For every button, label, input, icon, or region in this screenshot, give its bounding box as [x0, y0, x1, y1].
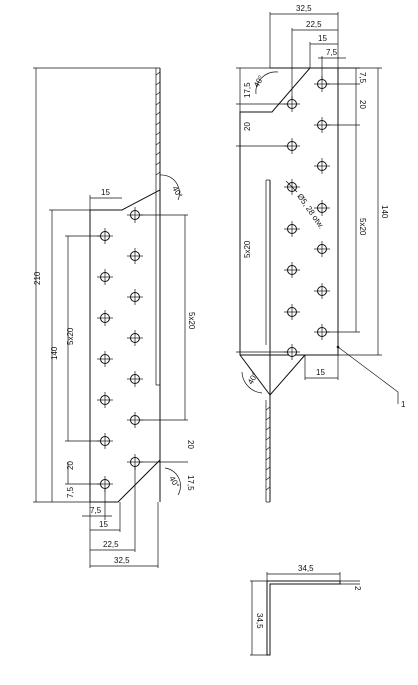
dim-32-5-bottom: 32,5: [114, 556, 130, 565]
dim-140: 140: [50, 346, 59, 360]
right-view: 32,5 22,5 15 7,5 7,5 20 5x20 140 17,5 20…: [236, 4, 406, 503]
angle-bottom-right: 40°: [246, 371, 260, 386]
section-outline: [266, 580, 341, 656]
dim-7-5-bottom: 7,5: [90, 506, 102, 515]
left-flange-ticks: [155, 71, 161, 176]
dim-20-right-top: 20: [358, 100, 367, 109]
dim-20-left: 20: [66, 461, 75, 470]
dim-5x20-right-view: 5x20: [358, 218, 367, 236]
section-view: 34,5 34,5 2: [250, 564, 362, 656]
dim-7-5-left: 7,5: [66, 486, 75, 498]
left-holes: [100, 210, 140, 489]
left-plate-outline: [89, 68, 161, 503]
dim-34-5-height: 34,5: [255, 613, 264, 629]
dim-7-5-right: 7,5: [358, 72, 367, 84]
dim-22-5-top: 22,5: [306, 20, 322, 29]
dim-15-bottom: 15: [99, 520, 108, 529]
dim-5x20-left: 5x20: [66, 327, 75, 345]
dim-20-right: 20: [186, 440, 195, 449]
left-hole-crosshairs: [97, 207, 143, 492]
angle-arc-top-right: [255, 71, 279, 95]
dim-32-5-top: 32,5: [296, 4, 312, 13]
angle-bottom-left: 40°: [167, 475, 181, 490]
dim-17-5-right: 17,5: [186, 475, 195, 491]
right-flange-ticks: [265, 406, 271, 491]
callout-1: 1: [401, 400, 406, 409]
dim-7-5-top: 7,5: [326, 48, 338, 57]
dim-140-right: 140: [380, 205, 389, 219]
dim-210: 210: [33, 271, 42, 285]
dim-20-left-view: 20: [243, 122, 252, 131]
right-hole-crosshairs: [284, 76, 330, 360]
dim-34-5-width: 34,5: [298, 564, 314, 573]
dim-5x20-left-view: 5x20: [243, 240, 252, 258]
dim-5x20-right: 5x20: [187, 312, 196, 330]
dim-15-bottom-right: 15: [316, 368, 325, 377]
dim-thickness: 2: [353, 586, 362, 591]
dim-22-5-bottom: 22,5: [103, 540, 119, 549]
dim-15-top-right: 15: [318, 34, 327, 43]
dim-17-5-left: 17,5: [243, 82, 252, 98]
angle-top-left: 40°: [170, 185, 184, 200]
dim-15-top: 15: [101, 188, 110, 197]
angle-arc-bottom-left: [164, 467, 181, 496]
angle-arc-bottom-right: [241, 371, 263, 394]
angle-arc-top-left: [159, 174, 180, 201]
left-view: 210 140 5x20 20 7,5 5x20 20 17,5 15 40°: [33, 67, 196, 568]
